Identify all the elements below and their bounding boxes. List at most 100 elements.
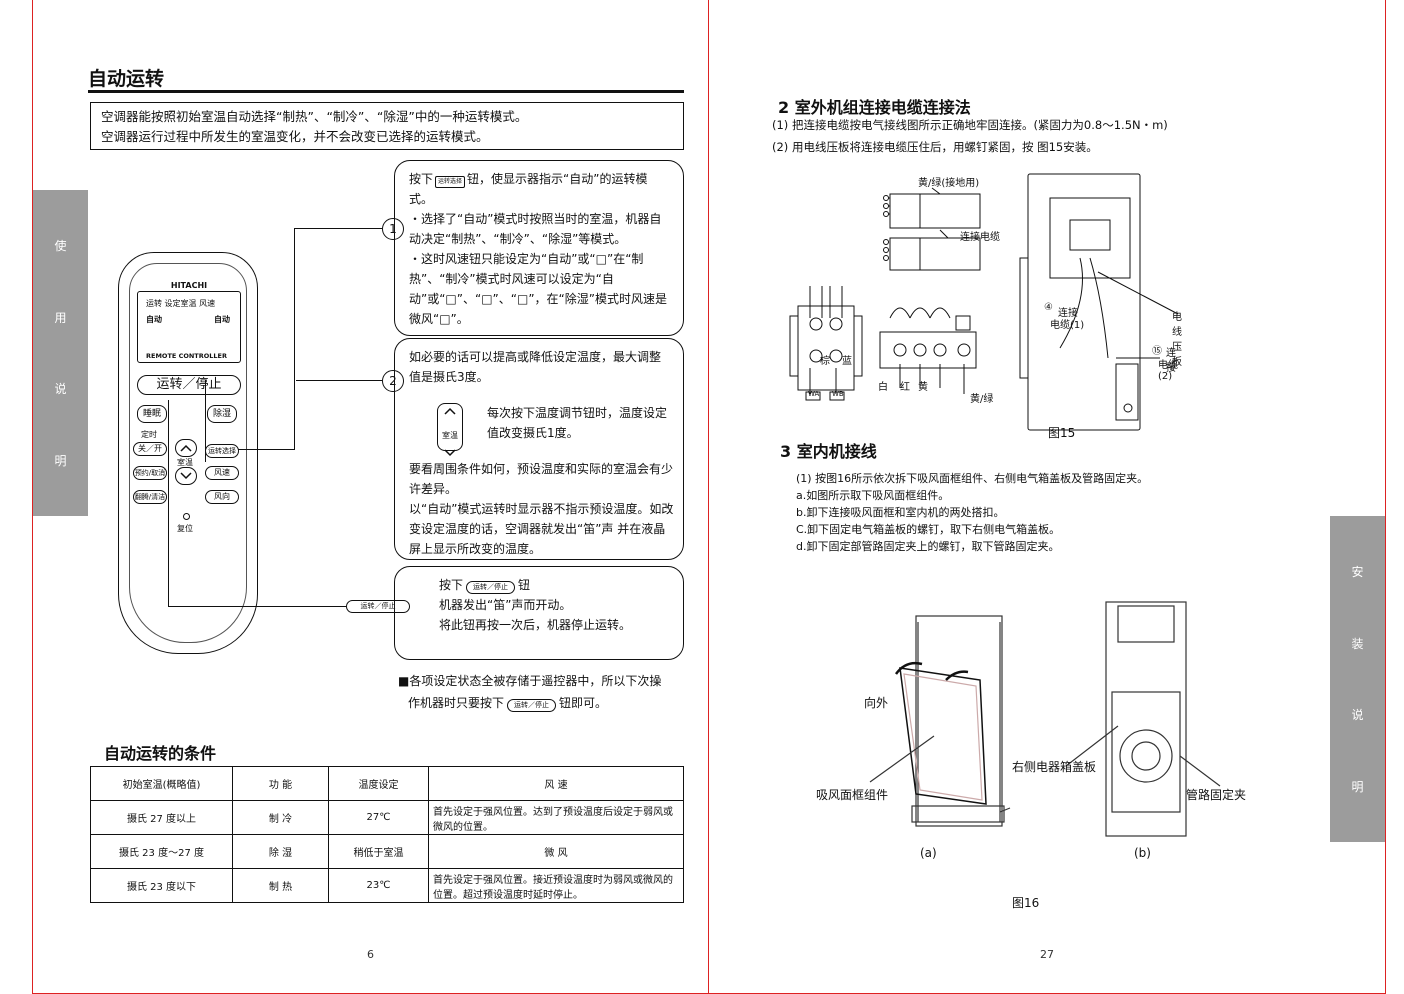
table-cell: 摄氏 27 度以上 — [90, 800, 233, 835]
section3-item: d.卸下固定部管路固定夹上的螺钉，取下管路固定夹。 — [796, 540, 1060, 553]
temp-down-button[interactable] — [175, 467, 197, 485]
side-tab-char: 明 — [1351, 779, 1364, 794]
side-tab-char: 说 — [54, 382, 67, 397]
sleep-button[interactable]: 睡眠 — [137, 405, 167, 423]
white-label: 白 — [878, 382, 888, 393]
temp-label: 室温 — [442, 431, 458, 440]
on-off-button[interactable]: 关／开 — [133, 442, 167, 456]
table-header: 功 能 — [232, 766, 329, 801]
wb-label: WB — [832, 390, 844, 398]
callout-text: 按下 — [409, 172, 434, 186]
callout-text: 以“自动”模式运转时显示器不指示预设温度。如改变设定温度的话，空调器就发出“笛”… — [409, 502, 674, 556]
conn1-label-2: 电缆(1) — [1050, 320, 1085, 331]
remote-brand: HITACHI — [170, 281, 208, 290]
callout-text: 机器发出“笛”声而开动。 — [439, 598, 572, 612]
run-stop-ref: 运转／停止 — [507, 699, 557, 712]
memory-note-text: 钮即可。 — [559, 696, 608, 710]
reset-label: 复位 — [177, 524, 193, 533]
temp-up-button[interactable] — [175, 439, 197, 457]
mode-select-button[interactable]: 运转选择 — [205, 444, 239, 458]
callout-text: 钮，使显示器指示“自动”的运转模式。 — [409, 172, 648, 206]
page-title: 自动运转 — [88, 68, 165, 90]
box-cover-label: 右侧电器箱盖板 — [1012, 760, 1097, 774]
figure-15-caption: 图15 — [1048, 426, 1076, 440]
remote-control: HITACHI 运转 设定室温 风速 自动 自动 REMOTE CONTROLL… — [118, 252, 258, 654]
reserve-cancel-button[interactable]: 预约/取消 — [133, 466, 167, 480]
table-cell: 除 湿 — [232, 834, 329, 869]
table-cell: 稍低于室温 — [328, 834, 429, 869]
screen-labels: 运转 设定室温 风速 — [146, 299, 216, 308]
callout-text: 按下 — [439, 578, 464, 592]
conditions-title: 自动运转的条件 — [104, 744, 217, 763]
table-header: 风 速 — [428, 766, 684, 801]
yellow-label: 黄 — [918, 382, 928, 393]
table-cell: 制 热 — [232, 868, 329, 903]
side-tab-char: 说 — [1351, 708, 1364, 723]
table-cell: 摄氏 23 度～27 度 — [90, 834, 233, 869]
connector-line — [294, 228, 382, 229]
figure-16b-caption: (b) — [1134, 846, 1151, 860]
callout-number: 1 — [382, 218, 404, 240]
conn2-label: 连接 — [1166, 348, 1176, 374]
side-tab-char: 装 — [1351, 636, 1364, 651]
memory-note: ■各项设定状态全被存储于遥控器中，所以下次操 作机器时只要按下运转／停止钮即可。 — [398, 670, 690, 714]
run-stop-button[interactable]: 运转／停止 — [137, 375, 241, 395]
reset-hole-icon[interactable] — [183, 513, 190, 520]
conditions-table: 初始室温(概略值) 功 能 温度设定 风 速 摄氏 27 度以上 制 冷 27℃… — [90, 766, 684, 903]
table-cell: 制 冷 — [232, 800, 329, 835]
table-cell: 微 风 — [428, 834, 684, 869]
table-cell: 27℃ — [328, 800, 429, 835]
chevron-up-icon — [444, 407, 456, 415]
wiring-diagram — [789, 173, 1179, 431]
conn1-number: ④ — [1044, 302, 1053, 313]
sweep-button[interactable]: 翻腾/清洁 — [133, 490, 167, 504]
table-cell: 摄氏 23 度以下 — [90, 868, 233, 903]
table-header-row: 初始室温(概略值) 功 能 温度设定 风 速 — [90, 766, 684, 801]
pipe-clip-label: 管路固定夹 — [1186, 788, 1247, 802]
cable-label: 连接电缆 — [960, 232, 1000, 243]
connector-line — [296, 380, 382, 381]
intro-line: 空调器能按照初始室温自动选择“制热”、“制冷”、“除湿”中的一种运转模式。 — [101, 109, 528, 124]
connector-line — [238, 449, 294, 450]
section2-title: 2 室外机组连接电缆连接法 — [778, 98, 971, 117]
left-side-tab: 使 用 说 明 — [33, 190, 88, 516]
memory-note-text: 作机器时只要按下 — [408, 696, 505, 710]
chevron-down-icon — [444, 449, 456, 457]
memory-note-line: ■各项设定状态全被存储于遥控器中，所以下次操 — [398, 674, 662, 688]
fan-direction-button[interactable]: 风向 — [205, 490, 239, 504]
panel-label: 吸风面框组件 — [816, 788, 889, 802]
table-cell: 首先设定于强风位置。接近预设温度时为弱风或微风的位置。超过预设温度时延时停止。 — [428, 868, 684, 903]
title-rule — [88, 90, 684, 93]
figure-15: 黄/绿(接地用) 连接电缆 棕 蓝 WA WB 白 红 黄 黄/绿 ④ 连接 电… — [780, 168, 1182, 444]
blue-label: 蓝 — [842, 356, 852, 367]
figure-16a-caption: (a) — [920, 846, 937, 860]
run-stop-ref: 运转／停止 — [466, 581, 516, 594]
section2-item: (1) 把连接电缆按电气接线图所示正确地牢固连接。(紧固力为0.8～1.5N・m… — [772, 118, 1168, 132]
yellow-green-label: 黄/绿 — [970, 394, 994, 405]
section3-text: (1) 按图16所示依次拆下吸风面框组件、右侧电气箱盖板及管路固定夹。 a.如图… — [796, 470, 1148, 555]
callout-temperature: 如必要的话可以提高或降低设定温度，最大调整值是摄氏3度。 室温 每次按下温度调节… — [394, 338, 684, 560]
table-cell: 23℃ — [328, 868, 429, 903]
wa-label: WA — [808, 390, 820, 398]
callout-auto-mode: 按下运转选择钮，使显示器指示“自动”的运转模式。 ・选择了“自动”模式时按照当时… — [394, 160, 684, 336]
timer-label: 定时 — [141, 430, 157, 439]
remote-screen: 运转 设定室温 风速 自动 自动 REMOTE CONTROLLER — [137, 291, 241, 363]
mode-select-ref: 运转选择 — [435, 176, 466, 188]
side-tab-char: 用 — [54, 310, 67, 325]
connector-line — [205, 380, 206, 462]
side-tab-char: 明 — [54, 453, 67, 468]
table-row: 摄氏 23 度以下 制 热 23℃ 首先设定于强风位置。接近预设温度时为弱风或微… — [90, 868, 684, 903]
intro-box: 空调器能按照初始室温自动选择“制热”、“制冷”、“除湿”中的一种运转模式。 空调… — [90, 102, 684, 150]
side-tab-char: 安 — [1351, 565, 1364, 580]
dehumidify-button[interactable]: 除湿 — [207, 405, 237, 423]
fan-speed-button[interactable]: 风速 — [205, 466, 239, 480]
table-row: 摄氏 27 度以上 制 冷 27℃ 首先设定于强风位置。达到了预设温度后设定于弱… — [90, 800, 684, 835]
conn2-label-2: 电缆(2) — [1158, 360, 1178, 382]
connector-line — [294, 228, 295, 450]
callout-bullet: ・选择了“自动”模式时按照当时的室温，机器自动决定“制热”、“制冷”、“除湿”等… — [409, 212, 662, 246]
table-header: 初始室温(概略值) — [90, 766, 233, 801]
screen-footer: REMOTE CONTROLLER — [146, 352, 228, 360]
clamp-label: 电线压板 — [1172, 312, 1182, 368]
red-label: 红 — [900, 382, 910, 393]
figure-16: 向外 吸风面框组件 右侧电器箱盖板 管路固定夹 — [800, 596, 1260, 846]
